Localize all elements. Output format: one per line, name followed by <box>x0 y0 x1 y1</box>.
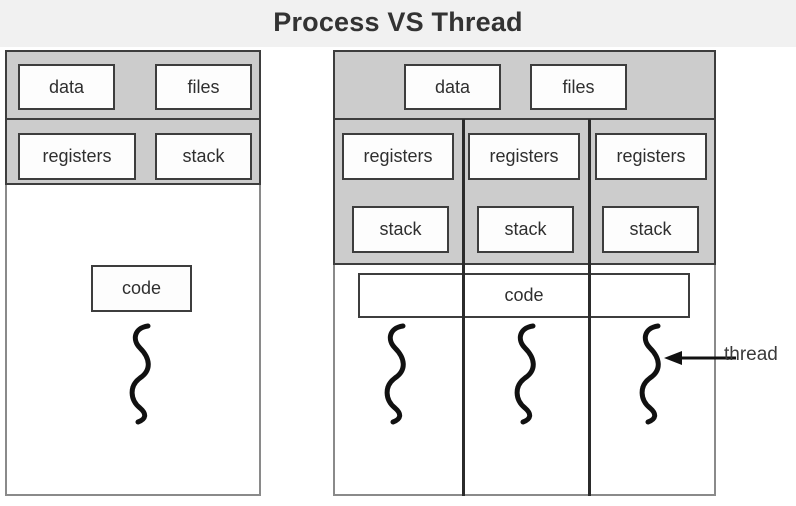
thread-registers-box: registers <box>595 133 707 180</box>
thread-registers-label: registers <box>363 146 433 166</box>
title-band <box>0 0 796 47</box>
thread-stack-label: stack <box>379 219 422 239</box>
process-stack-label: stack <box>182 146 225 166</box>
thread-stack-box: stack <box>602 206 699 253</box>
thread-code-label: code <box>504 285 544 305</box>
thread-files-box: files <box>530 64 627 110</box>
process-code-label: code <box>121 278 162 298</box>
thread-column-divider-2 <box>588 119 591 496</box>
process-data-box: data <box>18 64 115 110</box>
thread-registers-box: registers <box>342 133 454 180</box>
thread-annotation-label: thread <box>724 344 778 365</box>
thread-squiggle <box>384 323 406 425</box>
thread-stack-box: stack <box>477 206 574 253</box>
process-files-box: files <box>155 64 252 110</box>
process-files-label: files <box>187 76 220 97</box>
thread-column-divider-1 <box>462 119 465 496</box>
thread-registers-box: registers <box>468 133 580 180</box>
thread-stack-label: stack <box>504 219 547 239</box>
page-title: Process VS Thread <box>273 7 523 37</box>
process-thread-squiggle <box>129 323 151 425</box>
thread-annotation-arrow-icon <box>664 351 736 365</box>
process-registers-label: registers <box>42 146 112 166</box>
thread-shared-region-divider <box>333 118 716 120</box>
process-shared-region-divider <box>5 118 261 120</box>
process-registers-box: registers <box>18 133 136 180</box>
thread-registers-label: registers <box>489 146 559 166</box>
thread-code-box: code <box>358 273 690 318</box>
thread-stack-box: stack <box>352 206 449 253</box>
thread-registers-label: registers <box>616 146 686 166</box>
thread-squiggle <box>514 323 536 425</box>
thread-files-label: files <box>562 76 595 97</box>
process-data-label: data <box>48 76 85 97</box>
process-code-box: code <box>91 265 192 312</box>
thread-stack-label: stack <box>629 219 672 239</box>
thread-data-label: data <box>434 76 471 97</box>
thread-squiggle <box>639 323 661 425</box>
process-stack-box: stack <box>155 133 252 180</box>
thread-data-box: data <box>404 64 501 110</box>
